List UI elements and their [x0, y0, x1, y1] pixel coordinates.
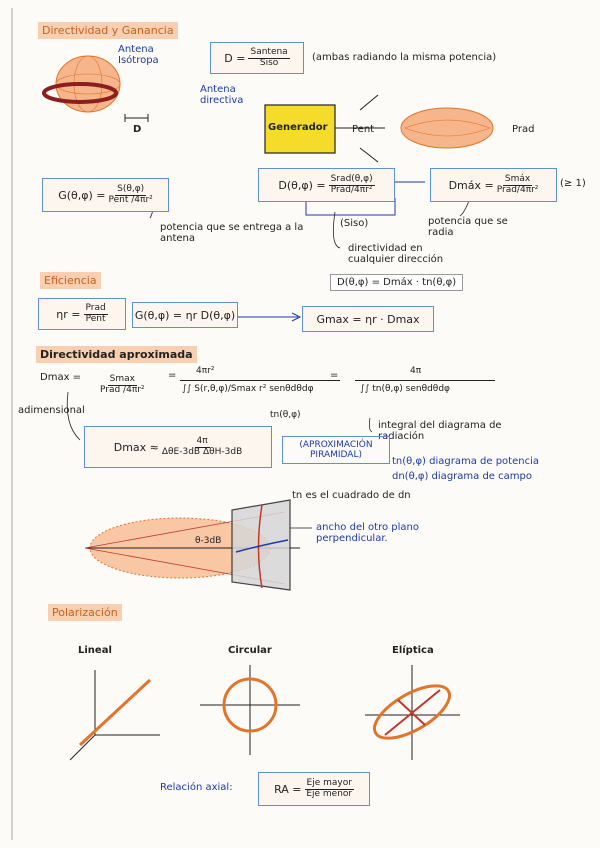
eq-sign-2: =	[330, 370, 338, 381]
approx-integral2: ∫∫ tn(θ,φ) senθdθdφ	[360, 384, 500, 394]
dir-lhs: D(θ,φ) =	[278, 179, 325, 192]
label-isotropic: Antena Isótropa	[118, 44, 188, 66]
approx-frac2-num: 4πr²	[196, 366, 214, 376]
dmax-ge1: (≥ 1)	[560, 178, 586, 189]
approx-integral1: ∫∫ S(r,θ,φ)/Smax r² senθdθdφ	[182, 384, 352, 394]
approx-frac3-num: 4π	[410, 366, 421, 376]
approx-frac2-bar	[180, 380, 340, 381]
approx-den: ΔθE-3dB ΔθH-3dB	[162, 448, 242, 458]
d-num: Santena	[248, 48, 289, 59]
dmax-den: Prad/4πr²	[497, 186, 539, 196]
eq-sign-1: =	[168, 370, 176, 381]
theta-label: θ-3dB	[195, 536, 221, 546]
dir-num: Srad(θ,φ)	[329, 175, 375, 186]
dmax-note: potencia que se radia	[428, 216, 528, 238]
integral-note: integral del diagrama de radiación	[378, 420, 518, 442]
d-lhs: D =	[224, 52, 245, 65]
section-header-approx: Directividad aproximada	[36, 346, 197, 363]
ra-label: Relación axial:	[160, 782, 233, 793]
eta-den: Pent	[86, 315, 106, 325]
tn-note: tn(θ,φ)	[270, 410, 301, 420]
gmax-box: Gmax = ηr · Dmax	[302, 306, 434, 332]
circular-polarization-sketch	[200, 665, 300, 755]
ra-lhs: RA =	[274, 783, 301, 796]
linear-polarization-sketch	[70, 670, 160, 760]
label-directive: Antena directiva	[200, 84, 270, 106]
pent-label: Pent	[352, 124, 374, 135]
directivity-formula-box: D(θ,φ) = Srad(θ,φ)Prad/4πr²	[258, 168, 395, 202]
elliptic-label: Elíptica	[392, 645, 434, 656]
pyramid-note: (APROXIMACIÓN PIRAMIDAL)	[282, 436, 390, 464]
gmax: Gmax = ηr · Dmax	[316, 313, 419, 326]
d-relation: D(θ,φ) = Dmáx · tn(θ,φ)	[330, 274, 463, 291]
directivity-note: directividad en cualquier dirección	[348, 243, 468, 265]
section-header-efficiency: Eficiencia	[40, 272, 101, 289]
beam-note: ancho del otro plano perpendicular.	[316, 522, 456, 544]
dir-den: Prad/4πr²	[331, 186, 373, 196]
generator-label: Generador	[268, 122, 328, 133]
siso-label: (Siso)	[340, 218, 368, 229]
adim-note: adimensional	[18, 405, 68, 416]
d-den: Siso	[260, 59, 278, 69]
elliptic-polarization-sketch	[365, 665, 460, 760]
linear-label: Lineal	[78, 645, 112, 656]
approx-frac1-den: Prad /4πr²	[100, 386, 145, 396]
gain-den: Pent /4πr²	[109, 196, 153, 206]
approx-frac3-bar	[355, 380, 495, 381]
gain-lhs: G(θ,φ) =	[58, 189, 105, 202]
ra-num: Eje mayor	[305, 779, 354, 790]
approx-dmax-lhs: Dmax =	[40, 372, 81, 383]
g-eta: G(θ,φ) = ηr D(θ,φ)	[135, 309, 235, 322]
approx-num: 4π	[195, 437, 210, 448]
prad-label: Prad	[512, 124, 534, 135]
approx-lhs: Dmax ≈	[114, 441, 159, 454]
dmax-num: Smáx	[503, 175, 532, 186]
d-note: (ambas radiando la misma potencia)	[312, 52, 496, 63]
g-eta-box: G(θ,φ) = ηr D(θ,φ)	[132, 302, 238, 328]
eta-lhs: ηr =	[56, 308, 80, 321]
gain-num: S(θ,φ)	[115, 185, 146, 196]
tn-power: tn(θ,φ) diagrama de potencia	[392, 456, 539, 467]
gain-note: potencia que se entrega a la antena	[160, 222, 310, 244]
dmax-lhs: Dmáx =	[449, 179, 494, 192]
circular-label: Circular	[228, 645, 272, 656]
section-header-polarization: Polarización	[48, 604, 122, 621]
gain-formula-box: G(θ,φ) = S(θ,φ)Pent /4πr²	[42, 178, 169, 212]
section-header-directivity: Directividad y Ganancia	[38, 22, 178, 39]
eta-num: Prad	[84, 304, 108, 315]
dn-field: dn(θ,φ) diagrama de campo	[392, 471, 532, 482]
tn-squared: tn es el cuadrado de dn	[292, 490, 411, 501]
ra-den: Eje menor	[306, 790, 352, 800]
label-d: D	[133, 124, 141, 135]
